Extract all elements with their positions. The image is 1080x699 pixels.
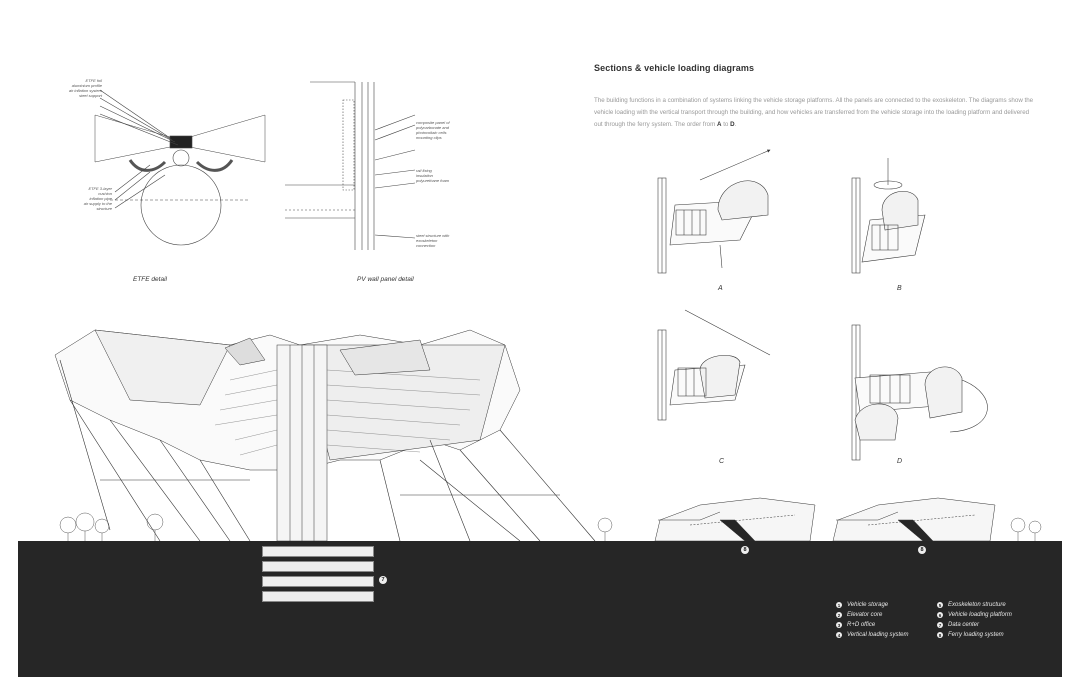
legend-item: 8 Ferry loading system [937, 632, 1012, 638]
legend-item: 2 Elevator core [836, 612, 908, 618]
etfe-note: ETFE 3-layer [88, 186, 112, 191]
legend-item: 7 Data center [937, 622, 1012, 628]
diagram-a-drawing [657, 149, 771, 274]
etfe-note: structure [96, 206, 112, 211]
legend-left: 1 Vehicle storage 2 Elevator core 3 R+D off… [836, 602, 908, 638]
legend-number-badge: 3 [836, 622, 842, 628]
data-center-floor [262, 561, 374, 572]
legend-label: Vehicle loading platform [948, 612, 1012, 618]
marker-data-center: 7 [379, 576, 387, 584]
legend-number-badge: 1 [836, 602, 842, 608]
legend-label: Exoskeleton structure [948, 602, 1006, 608]
pv-notes-bottom: steel structure with exoskeleton connect… [416, 233, 491, 248]
etfe-detail-drawing [94, 89, 266, 246]
legend-label: Data center [948, 622, 980, 628]
diagram-label-a: A [718, 285, 723, 292]
range-tail: . [734, 121, 737, 128]
etfe-note: inflation pipe [89, 196, 112, 201]
pv-notes-top: composite panel of polycarbonate and pho… [416, 120, 486, 140]
legend-label: Elevator core [847, 612, 883, 618]
legend-item: 4 Vertical loading system [836, 632, 908, 638]
pv-caption: PV wall panel detail [357, 276, 414, 283]
ground-section [18, 541, 1062, 677]
diagram-b-drawing [851, 158, 926, 274]
legend-item: 6 Vehicle loading platform [937, 612, 1012, 618]
description-text: The building functions in a combination … [594, 97, 1034, 128]
pv-note: insulation [416, 173, 433, 178]
diagram-c-drawing [657, 309, 771, 421]
legend-item: 1 Vehicle storage [836, 602, 908, 608]
pv-note: connection [416, 243, 436, 248]
etfe-notes-bottom: ETFE 3-layer cushion inflation pipe air … [60, 186, 112, 211]
legend-number-badge: 8 [937, 632, 943, 638]
diagram-label-d: D [897, 458, 903, 465]
pv-note: rail fixing [416, 168, 432, 173]
legend-label: R+D office [847, 622, 876, 628]
legend-item: 3 R+D office [836, 622, 908, 628]
etfe-note: ETFE foil [85, 78, 102, 83]
diagram-label-b: B [897, 285, 902, 292]
diagram-label-c: C [719, 458, 725, 465]
marker-ferry-a: 8 [741, 546, 749, 554]
pv-detail-drawing [285, 81, 416, 250]
range-start: A [717, 121, 722, 128]
building-section [54, 329, 1042, 542]
pv-note: polyurethane foam [416, 178, 450, 183]
legend-number-badge: 6 [937, 612, 943, 618]
pv-note: polycarbonate and [416, 125, 449, 130]
legend-item: 5 Exoskeleton structure [937, 602, 1012, 608]
etfe-caption: ETFE detail [133, 276, 167, 283]
page-title: Sections & vehicle loading diagrams [594, 63, 755, 73]
pv-note: mounting clips [416, 135, 442, 140]
legend-label: Vertical loading system [847, 632, 909, 638]
etfe-note: cushion [98, 191, 112, 196]
marker-ferry-b: 8 [918, 546, 926, 554]
etfe-note: air inflation system [68, 88, 102, 93]
pv-note: steel structure with [416, 233, 450, 238]
diagram-d-drawing [851, 324, 988, 461]
legend-number-badge: 7 [937, 622, 943, 628]
etfe-note: air supply to the [83, 201, 112, 206]
legend-number-badge: 4 [836, 632, 842, 638]
legend-right: 5 Exoskeleton structure 6 Vehicle loading … [937, 602, 1012, 638]
legend-number-badge: 2 [836, 612, 842, 618]
pv-note: exoskeleton [416, 238, 438, 243]
etfe-notes-top: ETFE foil aluminium profile air inflatio… [60, 78, 102, 98]
etfe-note: steel support [79, 93, 102, 98]
data-center-floor [262, 546, 374, 557]
etfe-note: aluminium profile [71, 83, 102, 88]
legend-number-badge: 5 [937, 602, 943, 608]
pv-note: composite panel of [416, 120, 450, 125]
data-center-floor [262, 576, 374, 587]
range-end: D [730, 121, 735, 128]
pv-notes-mid: rail fixing insulation polyurethane foam [416, 168, 486, 183]
range-mid: to [721, 121, 731, 128]
data-center-floor [262, 591, 374, 602]
ferry-section-a [654, 497, 816, 542]
data-center-levels [262, 546, 374, 602]
description-paragraph: The building functions in a combination … [594, 95, 1034, 131]
legend-label: Ferry loading system [948, 632, 1004, 638]
ferry-section-b [832, 497, 996, 542]
legend-label: Vehicle storage [847, 602, 889, 608]
pv-note: photovoltaic cells [416, 130, 447, 135]
